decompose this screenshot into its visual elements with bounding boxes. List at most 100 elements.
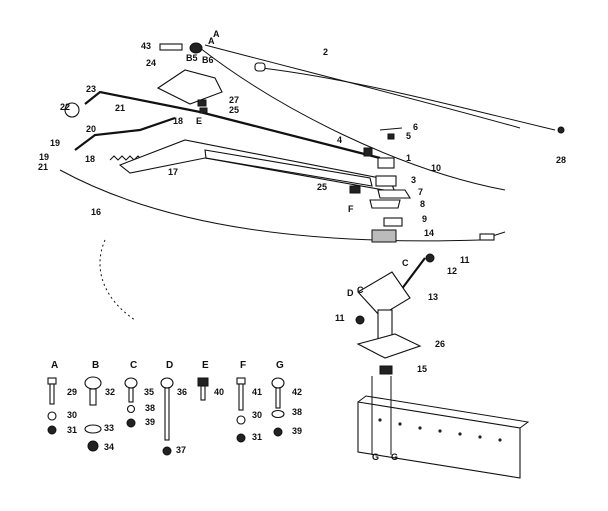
label-c16: 16 <box>91 207 101 217</box>
hardware-d <box>160 377 174 456</box>
cable-2-upper <box>261 67 556 131</box>
label-c22: 22 <box>60 102 70 112</box>
label-c39a: 39 <box>145 417 155 427</box>
part-3 <box>375 175 397 187</box>
label-c38a: 38 <box>145 403 155 413</box>
hardware-b <box>84 376 102 452</box>
label-c24: 24 <box>146 58 156 68</box>
frame-rail-edge <box>357 395 530 429</box>
part-14 <box>371 229 397 243</box>
knob-22 <box>64 102 80 118</box>
label-c20: 20 <box>86 124 96 134</box>
label-c41: 41 <box>252 387 262 397</box>
label-c30a: 30 <box>67 410 77 420</box>
label-c35: 35 <box>144 387 154 397</box>
hardware-c <box>124 377 138 428</box>
label-c26: 26 <box>435 339 445 349</box>
dashed-arc <box>99 239 136 321</box>
label-cB6: B6 <box>202 55 214 65</box>
label-c15: 15 <box>417 364 427 374</box>
cable-end-knob <box>254 62 266 72</box>
label-c19a: 19 <box>50 138 60 148</box>
plate-26 <box>356 333 422 359</box>
label-c43: 43 <box>141 41 151 51</box>
label-c38b: 38 <box>292 407 302 417</box>
cable-end-28 <box>557 126 565 134</box>
part-a-top <box>189 42 203 54</box>
label-cG2: G <box>391 452 398 462</box>
lever-17-bar <box>204 149 373 187</box>
label-c37: 37 <box>176 445 186 455</box>
label-c14: 14 <box>424 228 434 238</box>
part-1 <box>377 157 395 169</box>
label-c36: 36 <box>177 387 187 397</box>
label-c10: 10 <box>431 163 441 173</box>
nut-15 <box>379 365 393 375</box>
label-cF: F <box>348 204 354 214</box>
label-c40: 40 <box>214 387 224 397</box>
label-c29: 29 <box>67 387 77 397</box>
bolt-6 <box>379 127 403 131</box>
label-c9: 9 <box>422 214 427 224</box>
hardware-e <box>197 377 209 401</box>
nut-11a <box>425 253 435 263</box>
label-hC: C <box>130 360 137 371</box>
bracket-24 <box>156 69 223 105</box>
label-c21b: 21 <box>38 162 48 172</box>
label-cA1: A <box>213 29 220 39</box>
part-8 <box>369 199 401 209</box>
label-c28: 28 <box>556 155 566 165</box>
label-c18b: 18 <box>85 154 95 164</box>
label-c13: 13 <box>428 292 438 302</box>
label-c12: 12 <box>447 266 457 276</box>
label-cE: E <box>196 116 202 126</box>
frame-rail <box>357 401 521 479</box>
label-hD: D <box>166 360 173 371</box>
label-c21a: 21 <box>115 103 125 113</box>
label-cC1: C <box>402 258 409 268</box>
label-cC2: C <box>357 285 364 295</box>
label-c32: 32 <box>105 387 115 397</box>
label-hB: B <box>92 360 99 371</box>
label-hF: F <box>240 360 246 371</box>
hardware-g <box>271 377 285 437</box>
label-c25b: 25 <box>317 182 327 192</box>
part-9 <box>383 217 403 227</box>
label-c7: 7 <box>418 187 423 197</box>
label-hG: G <box>276 360 284 371</box>
label-c31a: 31 <box>67 425 77 435</box>
label-c23: 23 <box>86 84 96 94</box>
label-c18a: 18 <box>173 116 183 126</box>
label-c42: 42 <box>292 387 302 397</box>
label-cB5: B5 <box>186 53 198 63</box>
nut-25a <box>199 107 208 114</box>
label-c6: 6 <box>413 122 418 132</box>
label-c11b: 11 <box>335 313 345 323</box>
nut-27 <box>197 99 207 107</box>
cable-2 <box>204 44 521 129</box>
label-c30b: 30 <box>252 410 262 420</box>
hardware-f <box>236 377 246 443</box>
cable-16 <box>59 169 481 242</box>
label-c19b: 19 <box>39 152 49 162</box>
cable-2-outer <box>199 47 506 191</box>
label-c11a: 11 <box>460 255 470 265</box>
label-cD: D <box>347 288 354 298</box>
rod-23 <box>84 90 381 160</box>
cable-16-ferrule <box>479 233 495 241</box>
label-c2: 2 <box>323 47 328 57</box>
label-c8: 8 <box>420 199 425 209</box>
part-43 <box>159 43 183 51</box>
label-c33: 33 <box>104 423 114 433</box>
label-hE: E <box>202 360 209 371</box>
hardware-a <box>47 377 57 435</box>
part-5 <box>387 133 395 140</box>
part-7 <box>377 189 411 199</box>
bracket-13 <box>357 271 411 317</box>
label-c17: 17 <box>168 167 178 177</box>
label-c31b: 31 <box>252 432 262 442</box>
nut-11b <box>355 315 365 325</box>
nut-25b <box>349 185 361 194</box>
